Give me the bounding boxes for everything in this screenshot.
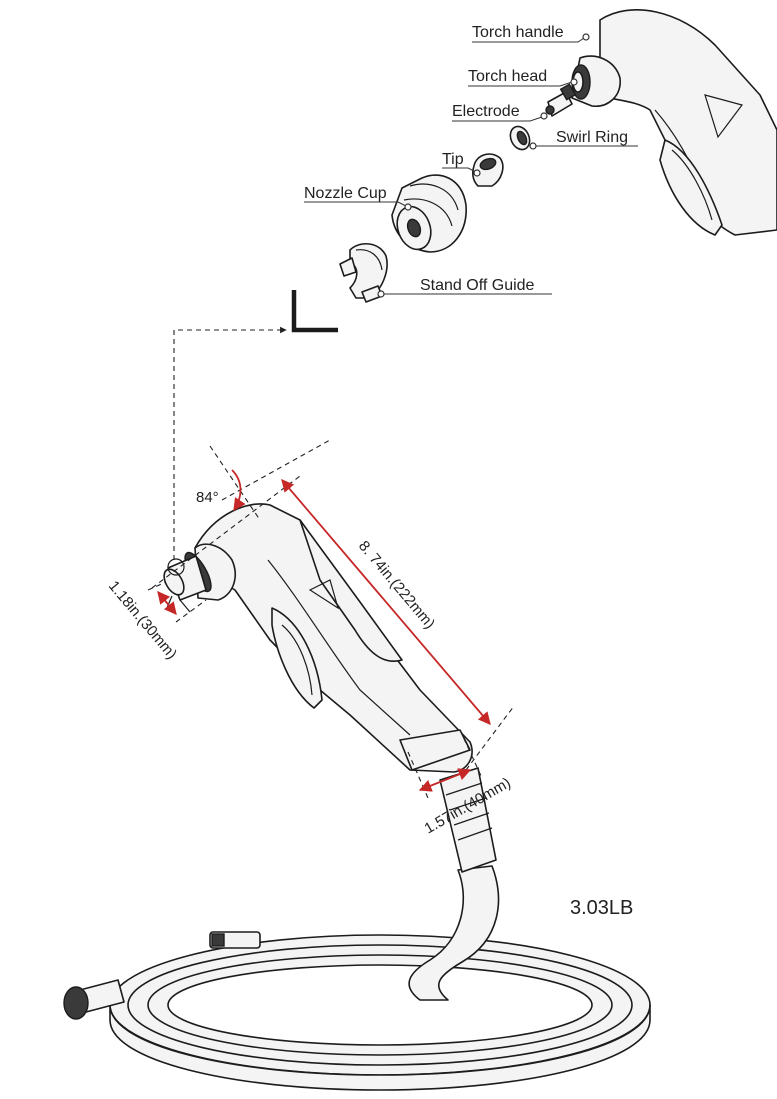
cable-coil (109, 934, 651, 1091)
callout-stand-off-guide: Stand Off Guide (377, 277, 552, 298)
label-torch-head: Torch head (468, 68, 547, 85)
callout-nozzle-cup: Nozzle Cup (304, 185, 412, 211)
connector-plug (63, 931, 261, 1020)
callout-torch-handle: Torch handle (472, 24, 590, 43)
angle-dimension: 84° (151, 439, 331, 589)
callout-tip: Tip (442, 151, 481, 177)
callout-torch-head: Torch head (468, 68, 578, 87)
torch-head-assembled (163, 543, 236, 613)
label-stand-off-guide: Stand Off Guide (420, 277, 535, 294)
swirl-ring-illustration (509, 125, 531, 151)
label-electrode: Electrode (452, 103, 520, 120)
callout-swirl-ring: Swirl Ring (529, 129, 638, 150)
cable (408, 865, 500, 1001)
electrode-illustration (545, 83, 577, 117)
tip-length-label: 1.18in.(30mm) (105, 578, 180, 663)
assembled-torch (63, 503, 651, 1091)
label-nozzle-cup: Nozzle Cup (304, 185, 387, 202)
torch-head-illustration (571, 55, 621, 107)
tip-illustration (472, 153, 504, 187)
stand-off-guide-illustration (339, 243, 388, 303)
angle-label: 84° (196, 489, 219, 506)
torch-handle-illustration (599, 9, 777, 236)
nozzle-cup-illustration (391, 174, 467, 253)
callout-electrode: Electrode (452, 103, 548, 122)
label-tip: Tip (442, 151, 464, 168)
torch-body (194, 503, 473, 773)
label-swirl-ring: Swirl Ring (556, 129, 628, 146)
strain-relief (439, 767, 497, 873)
label-torch-handle: Torch handle (472, 24, 564, 41)
detail-link (173, 290, 338, 560)
exploded-view: Torch handle Torch head Electrode Swirl … (304, 9, 777, 303)
weight-label: 3.03LB (570, 897, 633, 919)
